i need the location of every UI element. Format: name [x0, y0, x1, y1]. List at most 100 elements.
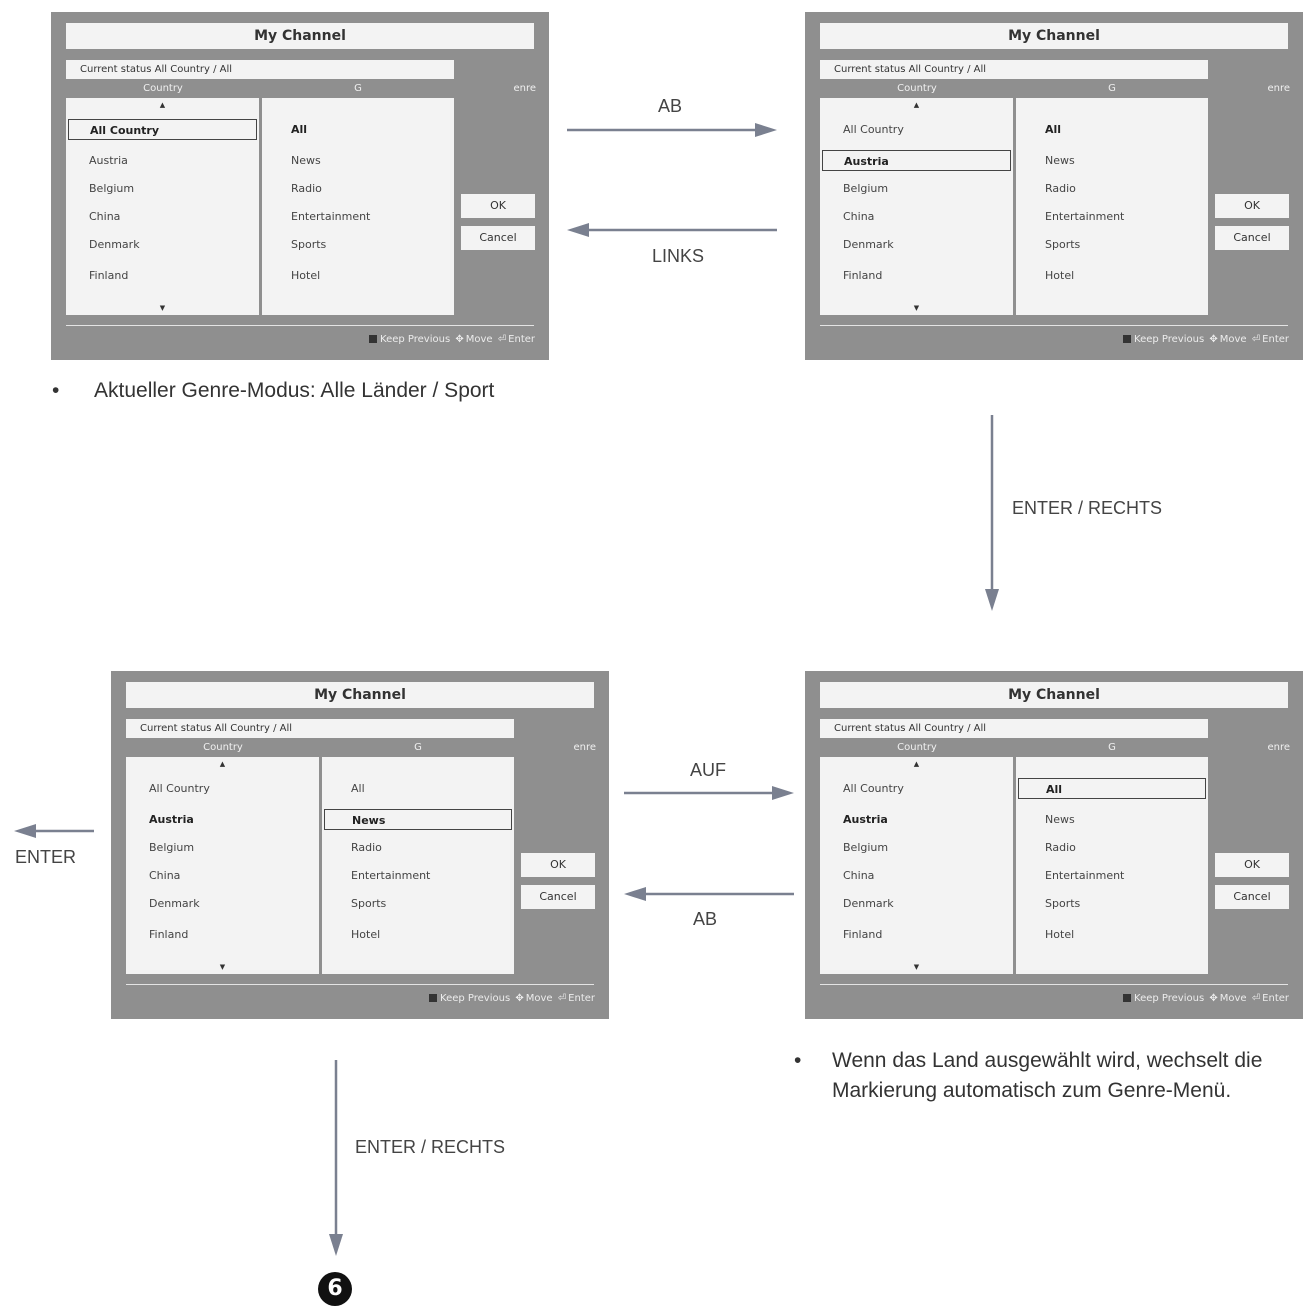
scroll-up-icon[interactable]: ▲ [913, 760, 920, 768]
cancel-button[interactable]: Cancel [1215, 885, 1289, 909]
country-item[interactable]: Finland [149, 928, 189, 941]
genre-item[interactable]: Sports [291, 238, 327, 251]
footer-keep: Keep Previous [1134, 334, 1205, 345]
genre-item[interactable]: News [1045, 154, 1075, 167]
country-item[interactable]: China [149, 869, 181, 882]
genre-item[interactable]: All [291, 123, 308, 136]
ok-button[interactable]: OK [461, 194, 535, 218]
country-item[interactable]: Finland [843, 269, 883, 282]
country-item[interactable]: Denmark [149, 897, 200, 910]
genre-item[interactable]: Entertainment [351, 869, 431, 882]
country-item[interactable]: Finland [89, 269, 129, 282]
genre-item[interactable]: Entertainment [1045, 869, 1125, 882]
bullet-icon: • [794, 1049, 802, 1072]
genre-item[interactable]: News [324, 809, 512, 830]
arrow-down-bottom [326, 1060, 346, 1256]
genre-item[interactable]: Hotel [291, 269, 321, 282]
genre-item[interactable]: All [1018, 778, 1206, 799]
genre-item[interactable]: Hotel [351, 928, 381, 941]
genre-item[interactable]: All [351, 782, 365, 795]
header-g: G [414, 742, 422, 753]
divider [820, 984, 1288, 985]
genre-item[interactable]: News [291, 154, 321, 167]
country-item[interactable]: Denmark [843, 897, 894, 910]
ok-button[interactable]: OK [521, 853, 595, 877]
divider [66, 325, 534, 326]
status-bar: Current status All Country / All [820, 60, 1208, 79]
genre-item[interactable]: Sports [351, 897, 387, 910]
genre-item[interactable]: All [1045, 123, 1062, 136]
country-item[interactable]: All Country [149, 782, 210, 795]
arrow-left-ab-bottom [624, 884, 794, 904]
genre-item[interactable]: Hotel [1045, 269, 1075, 282]
scroll-down-icon[interactable]: ▼ [913, 304, 920, 312]
country-item[interactable]: China [843, 210, 875, 223]
genre-item[interactable]: Hotel [1045, 928, 1075, 941]
ok-button[interactable]: OK [1215, 853, 1289, 877]
country-item[interactable]: China [843, 869, 875, 882]
genre-item[interactable]: Entertainment [1045, 210, 1125, 223]
cancel-button[interactable]: Cancel [521, 885, 595, 909]
scroll-up-icon[interactable]: ▲ [219, 760, 226, 768]
country-item[interactable]: Austria [89, 154, 128, 167]
genre-item[interactable]: Sports [1045, 897, 1081, 910]
keep-previous-icon [369, 335, 378, 343]
genre-item[interactable]: Entertainment [291, 210, 371, 223]
genre-item[interactable]: News [1045, 813, 1075, 826]
country-item[interactable]: All Country [843, 782, 904, 795]
status-bar: Current status All Country / All [820, 719, 1208, 738]
step-number-badge: 6 [318, 1272, 352, 1306]
footer-keep: Keep Previous [440, 993, 511, 1004]
header-enre: enre [513, 83, 536, 94]
my-channel-panel-bottom-right: My Channel Current status All Country / … [805, 671, 1303, 1019]
scroll-down-icon[interactable]: ▼ [159, 304, 166, 312]
country-item[interactable]: China [89, 210, 121, 223]
my-channel-panel-top-left: My Channel Current status All Country / … [51, 12, 549, 360]
genre-item[interactable]: Radio [351, 841, 382, 854]
arrow-right-auf [624, 783, 794, 803]
scroll-up-icon[interactable]: ▲ [913, 101, 920, 109]
genre-item[interactable]: Radio [1045, 841, 1076, 854]
label-ab-bottom: AB [693, 909, 718, 929]
country-item[interactable]: Austria [843, 813, 888, 826]
scroll-down-icon[interactable]: ▼ [219, 963, 226, 971]
scroll-up-icon[interactable]: ▲ [159, 101, 166, 109]
country-item[interactable]: Austria [822, 150, 1011, 171]
genre-item[interactable]: Sports [1045, 238, 1081, 251]
country-item[interactable]: Belgium [149, 841, 195, 854]
move-icon: ✥ [515, 993, 524, 1004]
cancel-button[interactable]: Cancel [1215, 226, 1289, 250]
keep-previous-icon [1123, 335, 1132, 343]
genre-item[interactable]: Radio [1045, 182, 1076, 195]
country-item[interactable]: Belgium [89, 182, 135, 195]
panel-title: My Channel [820, 23, 1288, 49]
scroll-down-icon[interactable]: ▼ [913, 963, 920, 971]
country-item[interactable]: Finland [843, 928, 883, 941]
country-item[interactable]: Belgium [843, 182, 889, 195]
country-item[interactable]: Austria [149, 813, 194, 826]
footer-move: Move [1219, 993, 1247, 1004]
header-country: Country [203, 742, 243, 753]
country-item[interactable]: All Country [843, 123, 904, 136]
country-item[interactable]: Denmark [89, 238, 140, 251]
header-country: Country [897, 742, 937, 753]
country-item[interactable]: Denmark [843, 238, 894, 251]
country-item[interactable]: Belgium [843, 841, 889, 854]
divider [126, 984, 594, 985]
country-item[interactable]: All Country [68, 119, 257, 140]
panel-title: My Channel [820, 682, 1288, 708]
footer-enter: Enter [1262, 993, 1289, 1004]
genre-item[interactable]: Radio [291, 182, 322, 195]
cancel-button[interactable]: Cancel [461, 226, 535, 250]
status-bar: Current status All Country / All [66, 60, 454, 79]
enter-icon: ⏎ [1251, 993, 1261, 1004]
ok-button[interactable]: OK [1215, 194, 1289, 218]
